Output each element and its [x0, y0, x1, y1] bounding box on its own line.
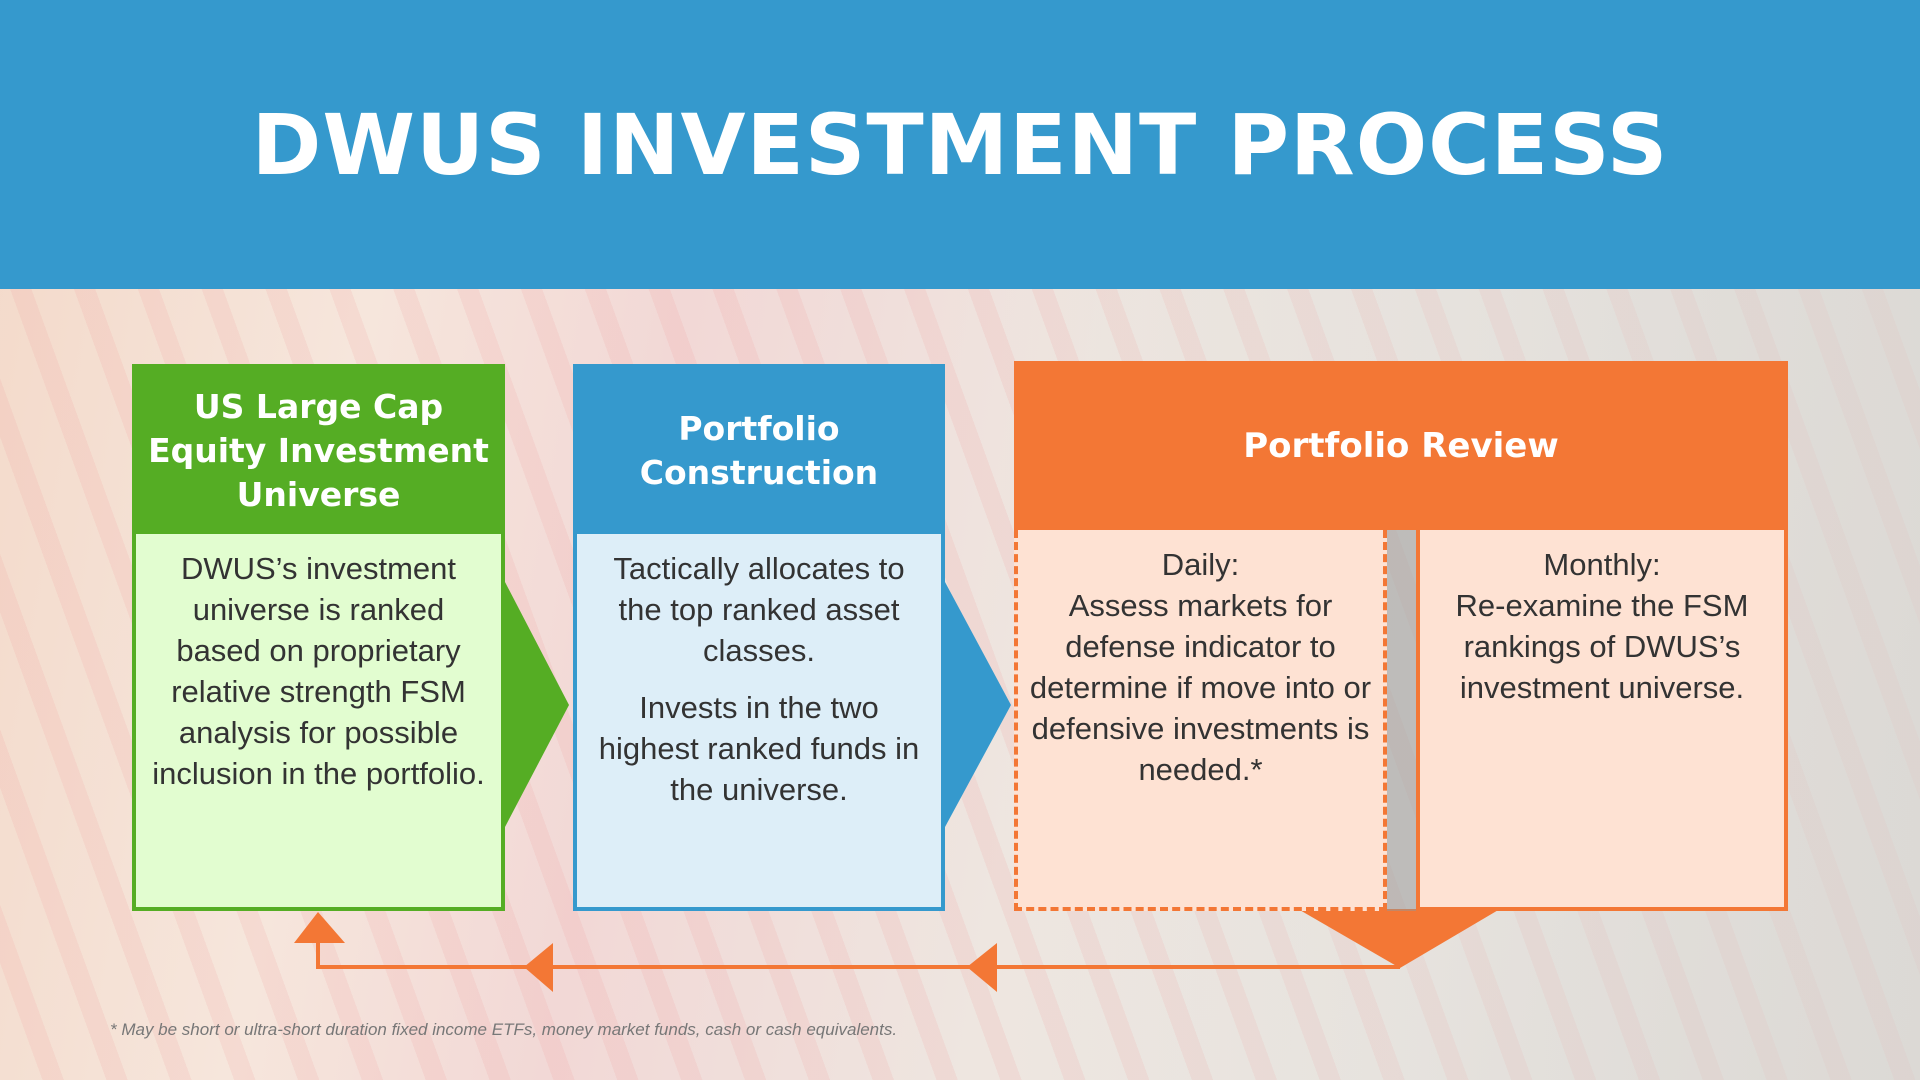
- column-gap: [1387, 530, 1416, 911]
- step-text: DWUS’s investment universe is ranked bas…: [152, 551, 485, 791]
- page-title: DWUS INVESTMENT PROCESS: [251, 95, 1669, 194]
- down-triangle-icon: [1298, 909, 1500, 968]
- step-text: Invests in the two highest ranked funds …: [598, 690, 920, 807]
- daily-text: Assess markets for defense indicator to …: [1029, 588, 1372, 787]
- daily-label: Daily:: [1161, 547, 1240, 582]
- arrow-up-icon: [294, 912, 345, 943]
- review-monthly: Monthly: Re-examine the FSM rankings of …: [1416, 530, 1788, 911]
- step-heading-text: Portfolio Construction: [639, 409, 879, 492]
- step-review: Portfolio Review Daily: Assess markets f…: [1014, 361, 1788, 911]
- title-banner: DWUS INVESTMENT PROCESS: [0, 0, 1920, 289]
- step-heading: US Large Cap Equity Investment Universe: [136, 368, 501, 534]
- step-body: Tactically allocates to the top ranked a…: [577, 534, 941, 907]
- review-daily: Daily: Assess markets for defense indica…: [1014, 530, 1387, 911]
- monthly-text: Re-examine the FSM rankings of DWUS’s in…: [1455, 588, 1749, 705]
- footnote: * May be short or ultra-short duration f…: [110, 1020, 898, 1039]
- arrow-left-icon: [524, 943, 553, 992]
- chevron-right-icon: [505, 582, 569, 827]
- step-construction: Portfolio Construction Tactically alloca…: [573, 364, 945, 911]
- step-universe: US Large Cap Equity Investment Universe …: [132, 364, 505, 911]
- monthly-label: Monthly:: [1543, 547, 1661, 582]
- feedback-line: [316, 935, 1400, 969]
- step-heading: Portfolio Construction: [577, 368, 941, 534]
- arrow-left-icon: [967, 943, 997, 992]
- step-text: Tactically allocates to the top ranked a…: [613, 551, 905, 668]
- step-body: DWUS’s investment universe is ranked bas…: [136, 534, 501, 907]
- chevron-right-icon: [945, 582, 1011, 827]
- step-heading: Portfolio Review: [1014, 361, 1788, 530]
